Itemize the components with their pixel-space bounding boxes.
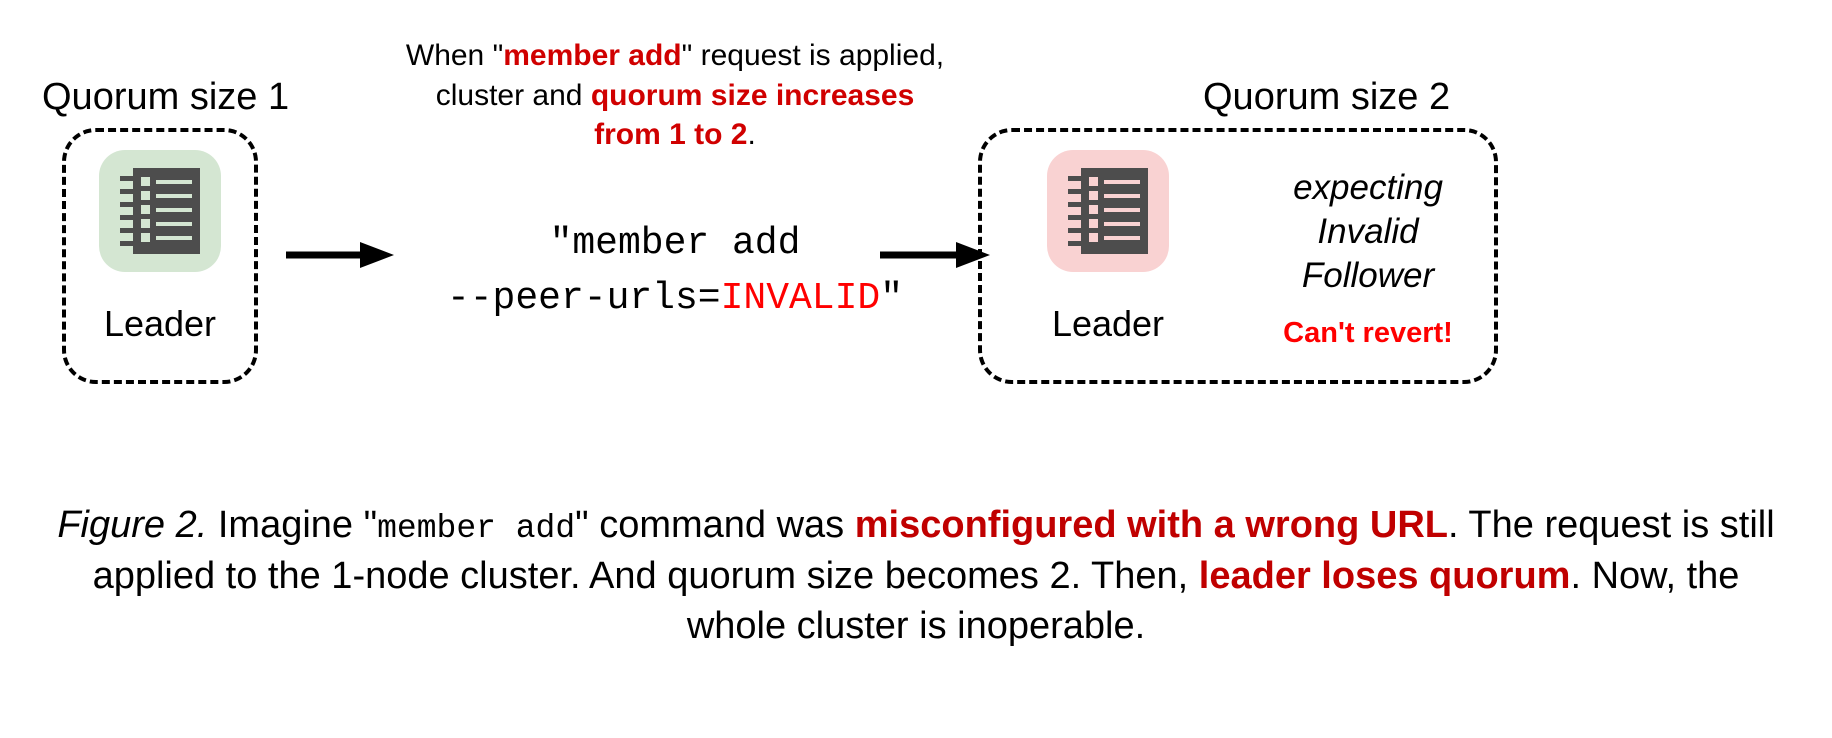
command-invalid-value: INVALID (720, 277, 881, 321)
right-cluster-box (978, 128, 1498, 384)
arrow-right-icon (880, 242, 990, 268)
right-node-label: Leader (1051, 303, 1165, 344)
annotation-l2-highlight: quorum size increases (590, 78, 915, 112)
annotation-l1-b: " request is applied, (681, 39, 945, 72)
command-close-quote: " (880, 277, 904, 321)
annotation-l3-b: . (747, 118, 756, 152)
caption-seg-2: " command was (575, 504, 855, 546)
command-text: "member add --peer-urls=INVALID" (385, 216, 965, 326)
right-node: Leader (1040, 150, 1176, 342)
figure-number: Figure 2. (57, 504, 208, 546)
status-line-invalid: Invalid (1317, 211, 1419, 251)
caption-seg-3: . The request is still applied to the 1-… (92, 504, 1775, 597)
server-rack-icon (120, 168, 200, 254)
right-cluster-title: Quorum size 2 (1203, 76, 1451, 118)
right-node-tile (1047, 150, 1169, 280)
annotation-line-2: cluster and quorum size increases (385, 76, 965, 116)
caption-highlight-2: leader loses quorum (1198, 554, 1571, 597)
status-line-expecting: expecting (1293, 168, 1443, 207)
left-cluster-box (62, 128, 258, 384)
figure-caption: Figure 2. Imagine "member add" command w… (44, 500, 1788, 651)
left-node-label: Leader (103, 303, 217, 344)
arrow-right-icon (286, 242, 394, 268)
annotation-l2-a: cluster and (435, 78, 591, 112)
annotation-line-3: from 1 to 2. (385, 115, 965, 155)
left-cluster-title: Quorum size 1 (42, 76, 290, 118)
cant-revert-warning: Can't revert! (1283, 317, 1453, 350)
caption-mono-command: member add (377, 510, 576, 547)
caption-highlight-1: misconfigured with a wrong URL (854, 504, 1448, 546)
command-line-2: --peer-urls=INVALID" (385, 271, 965, 326)
follower-status-block: expecting Invalid Follower Can't revert! (1250, 166, 1486, 348)
caption-seg-4: . Now, the whole cluster is inoperable. (686, 554, 1740, 647)
annotation-line-1: When "member add" request is applied, (385, 36, 965, 76)
command-flag: --peer-urls= (446, 277, 721, 321)
command-line-1: "member add (549, 222, 801, 265)
annotation-l3-highlight: from 1 to 2 (594, 118, 748, 152)
annotation-l1-a: When " (405, 39, 504, 72)
left-node: Leader (92, 150, 228, 342)
status-line-follower: Follower (1301, 255, 1435, 295)
top-annotation: When "member add" request is applied, cl… (385, 36, 965, 155)
left-node-tile (99, 150, 221, 280)
caption-seg-1: Imagine " (207, 504, 378, 546)
server-rack-icon (1068, 168, 1148, 254)
annotation-l1-highlight: member add (503, 39, 682, 72)
